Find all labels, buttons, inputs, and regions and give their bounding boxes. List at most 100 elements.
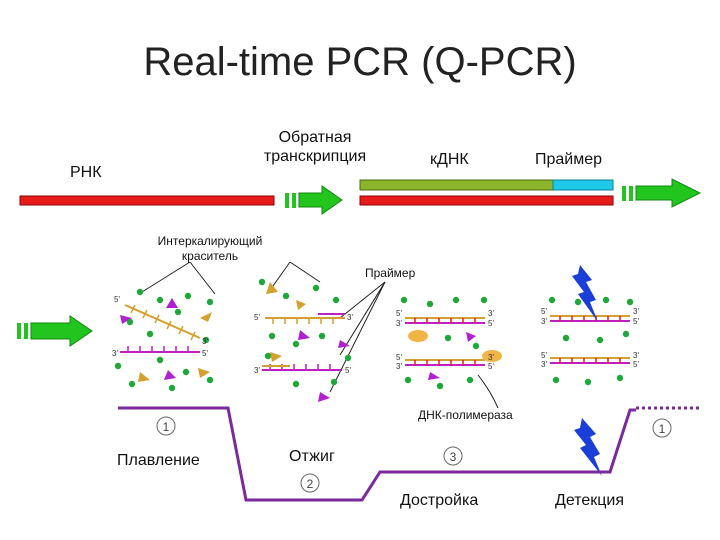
strand-end-label: 5' — [488, 362, 494, 371]
temperature-profile — [118, 406, 636, 502]
page-title: Real-time PCR (Q-PCR) — [143, 40, 577, 84]
dye-dot — [156, 296, 164, 304]
strand-end-label: 5' — [488, 319, 494, 328]
detection-arrow-icon — [622, 178, 702, 208]
strand-end-label: 3' — [396, 362, 402, 371]
dye-dot — [330, 378, 338, 386]
dye-dot — [552, 376, 560, 384]
primer-label-top: Праймер — [535, 151, 603, 168]
dye-dot — [622, 330, 630, 338]
strand-end-label: 3' — [633, 351, 639, 360]
dye-dot — [466, 376, 474, 384]
strand-end-label: 3' — [112, 349, 118, 358]
dye-dot — [596, 336, 604, 344]
dye-dot — [114, 362, 122, 370]
dye-dot — [584, 378, 592, 386]
svg-text:1: 1 — [659, 422, 666, 436]
step-marker-1: 1 — [156, 416, 176, 436]
intercalating-dye-label: Интеркалирующий краситель — [150, 234, 270, 264]
reverse-transcription-line2: транскрипция — [263, 148, 367, 165]
primer-label-mid: Праймер — [365, 266, 416, 280]
melting-label: Плавление — [117, 452, 200, 469]
dye-dot — [156, 356, 164, 364]
dye-molecules — [114, 278, 634, 392]
dye-dot — [128, 380, 136, 388]
strand-end-label: 5' — [396, 309, 402, 318]
dye-dot — [264, 352, 272, 360]
strand-end-label: 5' — [254, 313, 260, 322]
reverse-transcription-line1: Обратная — [278, 129, 352, 146]
dye-dot — [182, 368, 190, 376]
strand-end-label: 3' — [488, 309, 494, 318]
dye-dot — [602, 296, 610, 304]
dye-dot — [562, 334, 570, 342]
dye-dot — [332, 296, 340, 304]
intercalating-dye-line1: Интеркалирующий — [157, 234, 263, 248]
strand-end-label: 5' — [541, 351, 547, 360]
cdna-strand — [359, 179, 554, 191]
strand-end-label: 5' — [345, 366, 351, 375]
strand-end-label: 3' — [633, 307, 639, 316]
extension-label: Достройка — [400, 492, 479, 509]
dye-dot — [268, 332, 276, 340]
dye-dot — [258, 278, 266, 286]
dye-dot — [480, 296, 488, 304]
dye-dot — [292, 340, 300, 348]
rna-template-strand — [359, 195, 614, 206]
dye-dot — [404, 376, 412, 384]
dye-dot — [344, 354, 352, 362]
dye-dot — [292, 380, 300, 388]
dye-dot — [426, 300, 434, 308]
reverse-transcription-label: Обратная транскрипция — [245, 128, 385, 166]
cdna-label: кДНК — [430, 151, 469, 168]
reverse-transcription-arrow-icon — [285, 185, 343, 215]
svg-text:3: 3 — [450, 450, 457, 464]
annealing-label: Отжиг — [289, 448, 335, 465]
strand-end-label: 3' — [202, 337, 208, 346]
svg-text:2: 2 — [307, 477, 314, 491]
rna-label: РНК — [70, 164, 102, 181]
strand-end-label: 3' — [541, 360, 547, 369]
dye-dot — [444, 334, 452, 342]
primer-segment — [552, 179, 614, 191]
strand-end-label: 3' — [254, 366, 260, 375]
dye-dot — [312, 284, 320, 292]
rna-strand — [19, 195, 275, 206]
strand-end-label: 5' — [202, 349, 208, 358]
strand-end-label: 3' — [347, 313, 353, 322]
svg-text:1: 1 — [163, 420, 170, 434]
dye-dot — [202, 336, 210, 344]
strand-end-label: 3' — [488, 353, 494, 362]
dye-dot — [400, 296, 408, 304]
dye-dot — [136, 288, 144, 296]
strand-end-labels: 5' 3' 3' 5' 5' 3' 3' 5' 5' 3' 3' 5' 5' 3… — [112, 295, 639, 375]
melting-panel — [120, 298, 212, 382]
lightning-icon-lower — [574, 418, 602, 476]
dye-dot — [452, 296, 460, 304]
dye-dot — [472, 342, 480, 350]
dye-dot — [616, 374, 624, 382]
annealing-panel — [262, 282, 350, 402]
dna-polymerase-label: ДНК-полимераза — [418, 408, 513, 422]
dye-dot — [206, 376, 214, 384]
dye-dot — [184, 292, 192, 300]
dye-dot — [548, 296, 556, 304]
step-marker-4: 1 — [652, 418, 672, 438]
strand-end-label: 3' — [541, 317, 547, 326]
strand-end-label: 5' — [633, 360, 639, 369]
strand-end-label: 3' — [396, 319, 402, 328]
strand-end-label: 5' — [633, 317, 639, 326]
extension-panel — [405, 317, 502, 380]
strand-end-label: 5' — [541, 307, 547, 316]
lightning-icon — [572, 265, 598, 322]
dye-dot — [126, 318, 134, 326]
dye-dot — [436, 382, 444, 390]
dye-dot — [174, 308, 182, 316]
detection-panel — [550, 315, 630, 364]
dye-dot — [626, 298, 634, 306]
step-marker-2: 2 — [300, 473, 320, 493]
dye-dot — [206, 298, 214, 306]
strand-end-label: 5' — [396, 353, 402, 362]
